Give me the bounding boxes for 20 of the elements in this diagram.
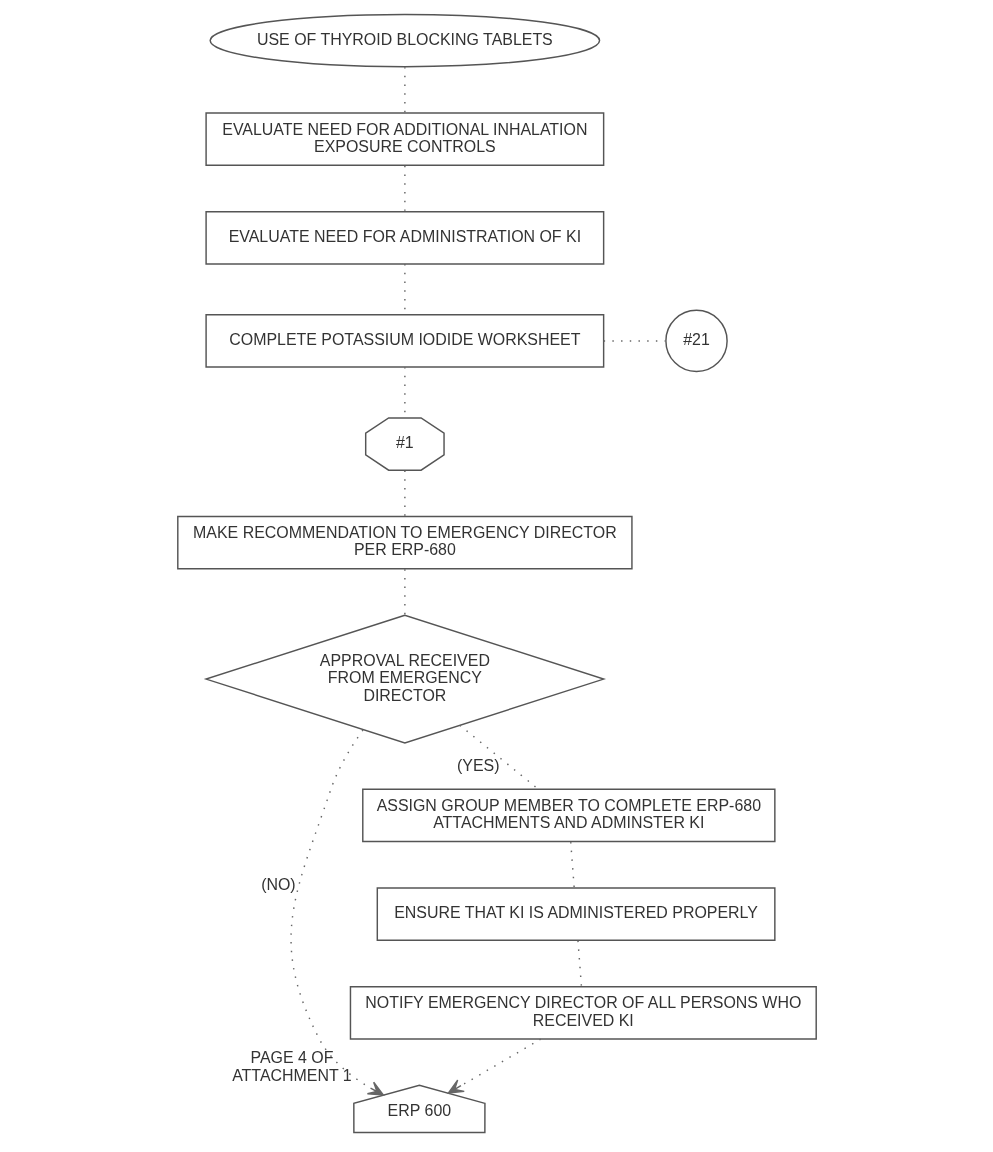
node-diamond: APPROVAL RECEIVED FROM EMERGENCY DIRECTOR xyxy=(203,614,606,744)
edge-label: (YES) xyxy=(456,757,500,775)
node-circle: #21 xyxy=(664,309,728,373)
node-box: COMPLETE POTASSIUM IODIDE WORKSHEET xyxy=(204,314,604,368)
connector xyxy=(403,66,406,114)
node-box: EVALUATE NEED FOR ADMINISTRATION OF KI xyxy=(204,211,604,265)
node-box: ASSIGN GROUP MEMBER TO COMPLETE ERP-680 ATTACHMENTS AND ADMINSTER KI xyxy=(361,788,776,843)
node-box: EVALUATE NEED FOR ADDITIONAL INHALATION EXPOSURE CONTROLS xyxy=(204,112,604,167)
connector xyxy=(403,568,406,616)
edge-label: (NO) xyxy=(260,876,296,894)
node-box: ENSURE THAT KI IS ADMINISTERED PROPERLY xyxy=(376,887,776,941)
node-label: PAGE 4 OF ATTACHMENT 1 xyxy=(231,1049,352,1084)
connector xyxy=(569,841,575,889)
node-box: NOTIFY EMERGENCY DIRECTOR OF ALL PERSONS WHO RECEIVED KI xyxy=(349,985,817,1040)
connector xyxy=(403,165,406,212)
node-ellipse: USE OF THYROID BLOCKING TABLETS xyxy=(208,13,600,68)
connector xyxy=(576,940,582,987)
arrow xyxy=(289,729,384,1096)
arrow xyxy=(447,1038,541,1094)
node-box: MAKE RECOMMENDATION TO EMERGENCY DIRECTOR PER ERP-680 xyxy=(176,515,633,570)
